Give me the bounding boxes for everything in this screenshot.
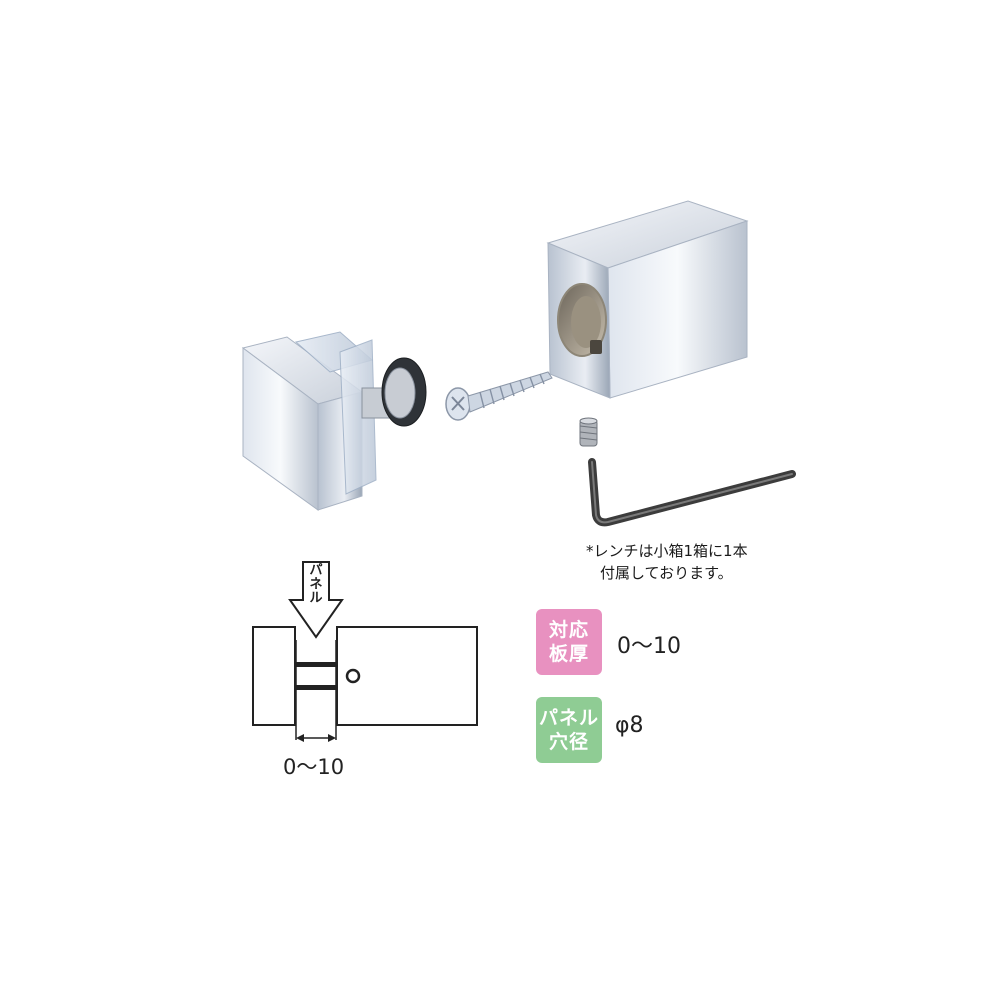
panel-thickness-value: 0～10 [617, 634, 681, 659]
badge-panel-hole-diameter: パネル 穴径 [536, 697, 602, 763]
wrench-note: *レンチは小箱1箱に1本 付属しております。 [586, 540, 748, 584]
cap-cube-icon [546, 200, 749, 399]
hex-wrench-icon [588, 458, 796, 527]
badge-panel-thickness: 対応 板厚 [536, 609, 602, 675]
screw-icon [445, 371, 553, 421]
panel-arrow-label: パ ネ ル [309, 563, 323, 606]
set-screw-icon [579, 417, 598, 447]
left-block-outline [252, 626, 296, 726]
base-block-icon [241, 331, 427, 511]
right-block-outline [336, 626, 478, 726]
dimension-label: 0～10 [283, 755, 345, 779]
panel-hole-diameter-value: φ8 [615, 713, 644, 738]
panel-arrow-icon [288, 561, 344, 639]
wrench-note-line1: *レンチは小箱1箱に1本 [586, 542, 748, 560]
wrench-note-line2: 付属しております。 [600, 564, 733, 582]
panel-gap [295, 640, 337, 740]
dimension-line [296, 734, 336, 742]
product-illustration [241, 200, 796, 527]
